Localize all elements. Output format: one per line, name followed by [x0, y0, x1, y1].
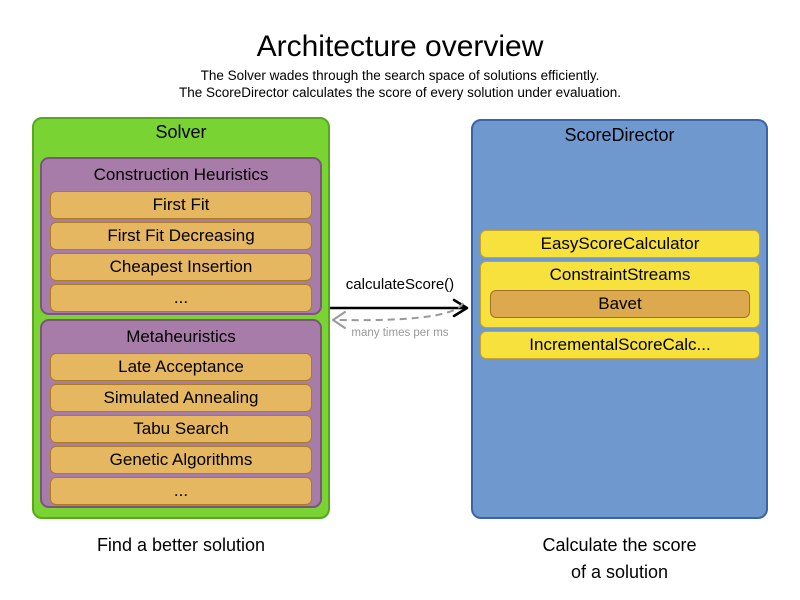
incremental-score-calculator-item: IncrementalScoreCalc...: [480, 331, 760, 359]
subtitle-line-2: The ScoreDirector calculates the score o…: [179, 85, 621, 100]
scoredirector-caption-line-2: of a solution: [570, 562, 669, 582]
calculate-score-arrow-icon: [330, 298, 469, 329]
easy-score-calculator-item: EasyScoreCalculator: [480, 230, 760, 258]
solver-caption: Find a better solution: [96, 535, 266, 555]
algorithm-item-genetic-algorithms: Genetic Algorithms: [50, 446, 312, 474]
algorithm-item-simulated-annealing: Simulated Annealing: [50, 384, 312, 412]
metaheuristics-header: Metaheuristics: [126, 327, 236, 346]
algorithm-item-tabu-search: Tabu Search: [50, 415, 312, 443]
algorithm-item-mh-ellipsis: ...: [50, 477, 312, 505]
return-arrow-frequency-label: many times per ms: [351, 327, 449, 339]
algorithm-item-late-acceptance: Late Acceptance: [50, 353, 312, 381]
algorithm-item-first-fit-decreasing: First Fit Decreasing: [50, 222, 312, 250]
algorithm-item-ch-ellipsis: ...: [50, 284, 312, 312]
scoredirector-caption: Calculate the score of a solution: [471, 532, 768, 586]
metaheuristics-group: Metaheuristics Late Acceptance Simulated…: [40, 319, 322, 508]
constraint-streams-item: ConstraintStreams Bavet: [480, 261, 760, 328]
algorithm-item-first-fit: First Fit: [50, 191, 312, 219]
construction-heuristics-group: Construction Heuristics First Fit First …: [40, 157, 322, 315]
scoredirector-header: ScoreDirector: [564, 125, 675, 145]
subtitle-line-1: The Solver wades through the search spac…: [200, 68, 600, 83]
bavet-item: Bavet: [490, 290, 750, 318]
page-title: Architecture overview: [256, 30, 544, 63]
calculate-score-arrow-label: calculateScore(): [345, 276, 455, 293]
constraint-streams-header: ConstraintStreams: [549, 265, 691, 284]
scoredirector-caption-line-1: Calculate the score: [542, 535, 697, 555]
algorithm-item-cheapest-insertion: Cheapest Insertion: [50, 253, 312, 281]
solver-header: Solver: [155, 122, 207, 142]
construction-heuristics-header: Construction Heuristics: [93, 165, 269, 184]
